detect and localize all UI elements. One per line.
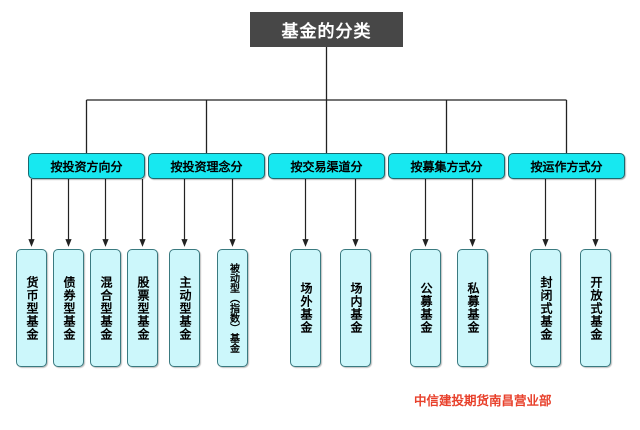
leaf-box-bond-fund[interactable]: 债券型基金 [53,249,84,367]
leaf-box-active-fund[interactable]: 主动型基金 [169,249,200,367]
leaf-label: 主动型基金 [177,275,192,341]
leaf-box-equity-fund[interactable]: 股票型基金 [127,249,158,367]
leaf-label: 混合型基金 [98,275,113,341]
leaf-label: 被动型（指数）基金 [227,263,239,353]
footer-credit: 中信建投期货南昌营业部 [414,393,552,408]
category-label: 按运作方式分 [530,159,603,174]
leaf-box-private-offering-fund[interactable]: 私募基金 [457,249,488,367]
category-label: 按投资方向分 [50,159,123,174]
leaf-label: 债券型基金 [61,275,76,341]
category-label: 按交易渠道分 [290,159,363,174]
category-box-investment-direction[interactable]: 按投资方向分 [28,153,145,179]
category-box-trading-channel[interactable]: 按交易渠道分 [268,153,385,179]
leaf-box-money-market-fund[interactable]: 货币型基金 [16,249,47,367]
leaf-label: 场外基金 [298,282,313,334]
category-box-fundraising-method[interactable]: 按募集方式分 [388,153,505,179]
leaf-box-hybrid-fund[interactable]: 混合型基金 [90,249,121,367]
leaf-label: 场内基金 [348,282,363,334]
leaf-box-otc-fund[interactable]: 场外基金 [290,249,321,367]
leaf-box-open-end-fund[interactable]: 开放式基金 [580,249,611,367]
category-box-operation-method[interactable]: 按运作方式分 [508,153,625,179]
leaf-label: 公募基金 [418,282,433,334]
root-title-label: 基金的分类 [281,22,372,42]
leaf-label: 货币型基金 [24,275,39,341]
category-label: 按募集方式分 [410,159,483,174]
leaf-label: 股票型基金 [135,275,150,341]
leaf-box-exchange-traded-fund[interactable]: 场内基金 [340,249,371,367]
leaf-box-closed-end-fund[interactable]: 封闭式基金 [530,249,561,367]
leaf-label: 私募基金 [465,282,480,334]
leaf-box-public-offering-fund[interactable]: 公募基金 [410,249,441,367]
leaf-label: 封闭式基金 [538,275,553,341]
leaf-box-passive-index-fund[interactable]: 被动型（指数）基金 [217,249,248,367]
category-box-investment-philosophy[interactable]: 按投资理念分 [148,153,265,179]
leaf-label: 开放式基金 [588,275,603,341]
diagram-root-title: 基金的分类 [250,12,403,47]
category-label: 按投资理念分 [170,159,243,174]
